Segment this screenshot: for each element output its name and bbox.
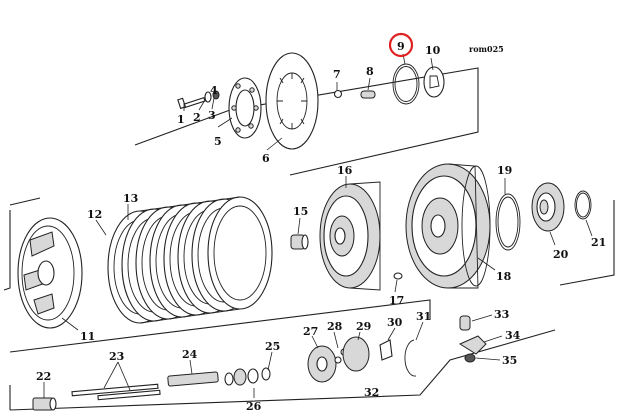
callout-26: 26 (246, 400, 262, 413)
part-adjuster-10 (423, 66, 445, 98)
callout-25: 25 (265, 340, 280, 353)
callout-10: 10 (425, 44, 441, 57)
part-snap-ring-21 (574, 190, 592, 220)
part-bearing-set (224, 367, 271, 386)
group-frames (3, 67, 615, 411)
part-spring-plate (228, 77, 262, 139)
callout-18: 18 (496, 270, 512, 283)
callout-23: 23 (109, 350, 124, 363)
part-release-ramp (307, 336, 417, 383)
part-small-hardware (458, 315, 487, 363)
callout-7: 7 (333, 68, 341, 81)
callout-8: 8 (366, 65, 374, 78)
part-snap-ring-19 (495, 193, 521, 251)
callout-1: 1 (177, 113, 185, 126)
callout-28: 28 (327, 320, 343, 333)
callout-16: 16 (337, 164, 353, 177)
callout-13: 13 (123, 192, 138, 205)
part-diaphragm-spring (265, 52, 319, 150)
callout-15: 15 (293, 205, 308, 218)
leader-lines (43, 53, 593, 398)
callout-22: 22 (36, 370, 51, 383)
part-nut (212, 90, 220, 100)
callout-3: 3 (208, 109, 216, 122)
part-rod-24 (167, 371, 219, 387)
callout-11: 11 (80, 330, 95, 343)
reference-code: rom025 (469, 44, 504, 54)
part-pin-8 (360, 90, 376, 99)
highlight-ring (388, 32, 414, 58)
callout-32: 32 (364, 386, 379, 399)
callout-2: 2 (193, 111, 201, 124)
callout-24: 24 (182, 348, 198, 361)
callout-12: 12 (87, 208, 102, 221)
part-retaining-ring-9 (392, 63, 420, 105)
part-bolt (177, 97, 206, 110)
callout-21: 21 (591, 236, 606, 249)
part-bearing-20 (531, 182, 565, 232)
callout-6: 6 (262, 152, 270, 165)
part-pressure-plate (17, 217, 83, 329)
part-clutch-hub (319, 181, 381, 291)
callout-9: 9 (397, 40, 405, 53)
callout-19: 19 (497, 164, 512, 177)
part-clutch-pack (107, 196, 273, 324)
part-clutch-shell (405, 163, 491, 289)
callout-17: 17 (389, 294, 404, 307)
part-pushrods (71, 383, 161, 401)
callout-30: 30 (387, 316, 403, 329)
part-bushing-15 (290, 234, 309, 250)
callout-34: 34 (505, 329, 521, 342)
part-ring-7 (333, 89, 343, 99)
callout-27: 27 (303, 325, 318, 338)
callout-31: 31 (416, 310, 431, 323)
callout-4: 4 (210, 84, 218, 97)
part-washer-17 (393, 272, 403, 280)
callout-20: 20 (553, 248, 569, 261)
callout-33: 33 (494, 308, 509, 321)
callouts: 1 2 3 4 5 6 7 8 9 10 rom025 11 12 13 15 … (36, 32, 606, 413)
part-washer (204, 91, 212, 103)
callout-35: 35 (502, 354, 517, 367)
callout-29: 29 (356, 320, 371, 333)
callout-5: 5 (214, 135, 222, 148)
part-bushing-22 (32, 397, 57, 411)
